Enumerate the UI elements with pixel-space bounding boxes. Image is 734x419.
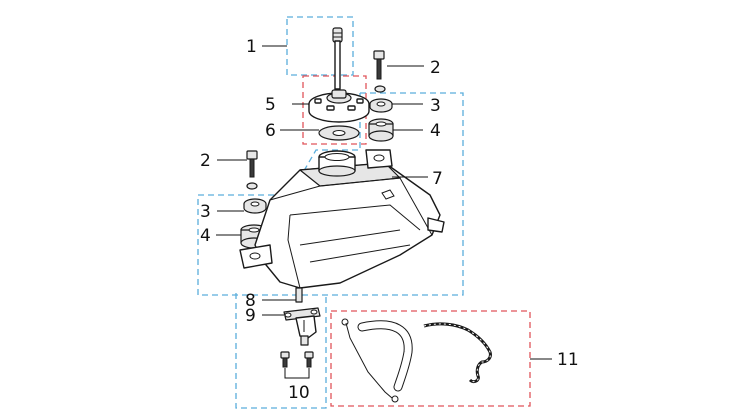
callout-8: 8 [245,291,256,311]
callout-3-left: 3 [200,202,211,222]
callout-7: 7 [432,169,443,189]
blue-box-part-1 [286,16,354,76]
part-3-washer-right [369,98,393,113]
callout-4-right: 4 [430,121,441,141]
part-8-outlet-tube [295,287,303,303]
leader-lines [216,45,552,379]
blue-box-tank-assembly [197,92,464,296]
callout-6: 6 [265,121,276,141]
part-2-bolt-left [246,150,258,190]
part-2-bolt-right [373,50,386,93]
callout-9: 9 [245,306,256,326]
callout-1: 1 [246,37,257,57]
part-6-cap-gasket [318,125,360,141]
part-10-studs [280,351,314,368]
callout-10: 10 [288,383,310,403]
callout-labels: 1 2 5 3 6 4 2 7 3 4 8 9 10 11 [200,37,579,403]
red-box-fuel-hose [330,310,531,407]
part-7-fuel-tank [239,149,445,289]
part-11-fuel-hose-assembly [341,318,492,403]
callout-11: 11 [557,350,579,370]
blue-box-petcock-assembly [235,293,327,409]
callout-5: 5 [265,95,276,115]
callout-2-right: 2 [430,58,441,78]
part-9-fuel-petcock [283,307,321,346]
part-4-grommet-right [368,118,394,142]
callout-2-left: 2 [200,151,211,171]
part-3-washer-left [243,198,267,214]
callout-4-left: 4 [200,226,211,246]
callout-3-right: 3 [430,96,441,116]
part-1-vent-stem [332,27,343,90]
part-5-fuel-cap [308,89,370,123]
